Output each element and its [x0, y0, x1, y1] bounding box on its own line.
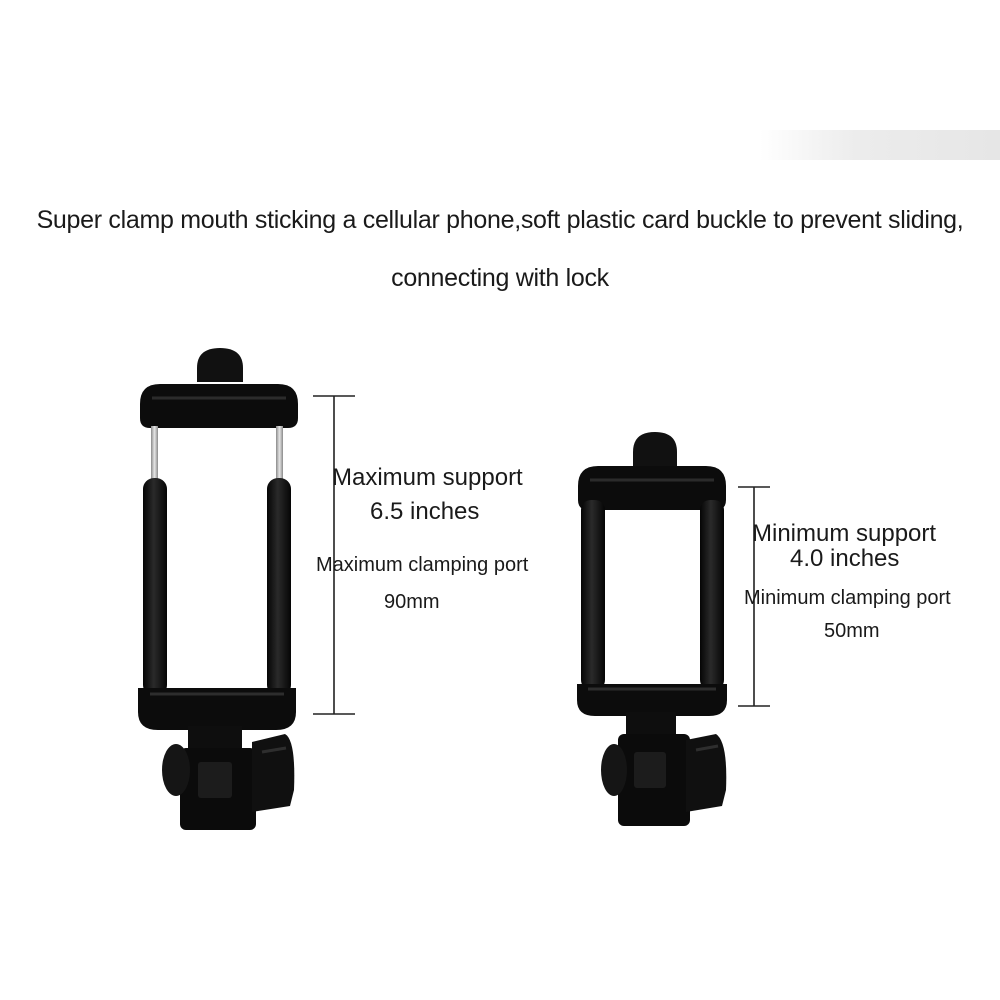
right-clamp-top-bar	[578, 466, 726, 510]
left-clamp-top-tab	[197, 348, 243, 382]
left-clamp-lock-knob	[252, 734, 295, 812]
left-support-size: 6.5 inches	[370, 498, 480, 525]
right-clamp-compact	[577, 432, 727, 826]
right-dimension-bracket	[738, 486, 770, 707]
left-clamp-top-bar	[140, 384, 298, 428]
right-port-title: Minimum clamping port	[744, 587, 951, 609]
background-shade	[760, 130, 1000, 160]
right-clamp-bottom-cradle	[577, 684, 727, 716]
left-clamp-rod-left	[151, 426, 158, 484]
right-support-title: Minimum support	[752, 520, 937, 547]
left-support-title: Maximum support	[332, 464, 523, 491]
left-clamp-extended	[138, 348, 298, 830]
caption-line-1: Super clamp mouth sticking a cellular ph…	[36, 206, 964, 234]
left-dimension-bracket	[313, 395, 355, 715]
left-port-title: Maximum clamping port	[316, 554, 529, 576]
right-clamp-lock-knob	[686, 734, 727, 812]
left-clamp-arm-right	[267, 478, 291, 696]
left-clamp-lock-screw	[162, 744, 190, 796]
left-clamp-arm-left	[143, 478, 167, 696]
right-clamp-top-tab	[633, 432, 677, 470]
right-clamp-arm-right	[700, 500, 724, 690]
right-support-size: 4.0 inches	[790, 545, 900, 572]
right-clamp-lock-screw	[601, 744, 627, 796]
left-clamp-rod-right	[276, 426, 283, 484]
caption-line-2: connecting with lock	[391, 264, 609, 292]
right-clamp-arm-left	[581, 500, 605, 690]
left-port-size: 90mm	[384, 591, 440, 613]
right-port-size: 50mm	[824, 620, 880, 642]
left-clamp-bottom-cradle	[138, 688, 296, 730]
